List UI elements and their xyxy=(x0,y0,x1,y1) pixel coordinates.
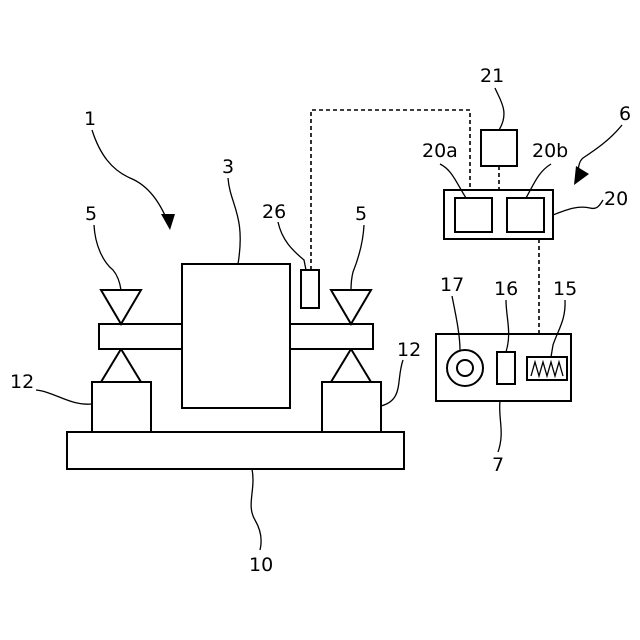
label-1: 1 xyxy=(84,108,96,130)
pedestal-left xyxy=(92,382,151,432)
leader-7 xyxy=(498,401,501,452)
leader-6-arrowhead xyxy=(574,166,589,185)
leader-12-left xyxy=(36,390,92,404)
leader-5-left xyxy=(94,225,121,290)
module-21 xyxy=(481,130,517,166)
sensor-26 xyxy=(301,270,319,308)
label-10: 10 xyxy=(249,554,273,576)
leader-26 xyxy=(278,222,306,270)
main-body xyxy=(182,264,290,408)
leader-1-arrowhead xyxy=(161,214,175,230)
label-12-left: 12 xyxy=(10,371,34,393)
shaft-left xyxy=(99,324,183,349)
base-plate xyxy=(67,432,404,469)
label-5-left: 5 xyxy=(85,203,97,225)
leader-5-right xyxy=(351,225,364,290)
controller-20b xyxy=(507,198,544,232)
label-20a: 20a xyxy=(422,140,458,162)
leader-20 xyxy=(553,200,603,215)
label-16: 16 xyxy=(494,278,518,300)
label-3: 3 xyxy=(222,156,234,178)
label-17: 17 xyxy=(440,274,464,296)
leader-12-right xyxy=(381,360,403,406)
leader-21 xyxy=(495,88,504,130)
label-7: 7 xyxy=(492,454,504,476)
module-16 xyxy=(497,352,515,384)
leader-10 xyxy=(251,469,261,550)
shaft-right xyxy=(289,324,373,349)
controller-20a xyxy=(455,198,492,232)
support-left xyxy=(101,290,141,324)
label-21: 21 xyxy=(480,65,504,87)
support-right xyxy=(331,290,371,324)
leader-3 xyxy=(228,178,240,264)
label-5-right: 5 xyxy=(355,203,367,225)
label-6: 6 xyxy=(619,103,631,125)
lower-support-left xyxy=(101,349,141,382)
dial-inner xyxy=(457,360,473,376)
leader-1 xyxy=(92,130,170,228)
label-20: 20 xyxy=(604,188,628,210)
label-26: 26 xyxy=(262,201,286,223)
label-20b: 20b xyxy=(532,140,568,162)
label-12-right: 12 xyxy=(397,339,421,361)
pedestal-right xyxy=(322,382,381,432)
lower-support-right xyxy=(331,349,371,382)
label-15: 15 xyxy=(553,278,577,300)
